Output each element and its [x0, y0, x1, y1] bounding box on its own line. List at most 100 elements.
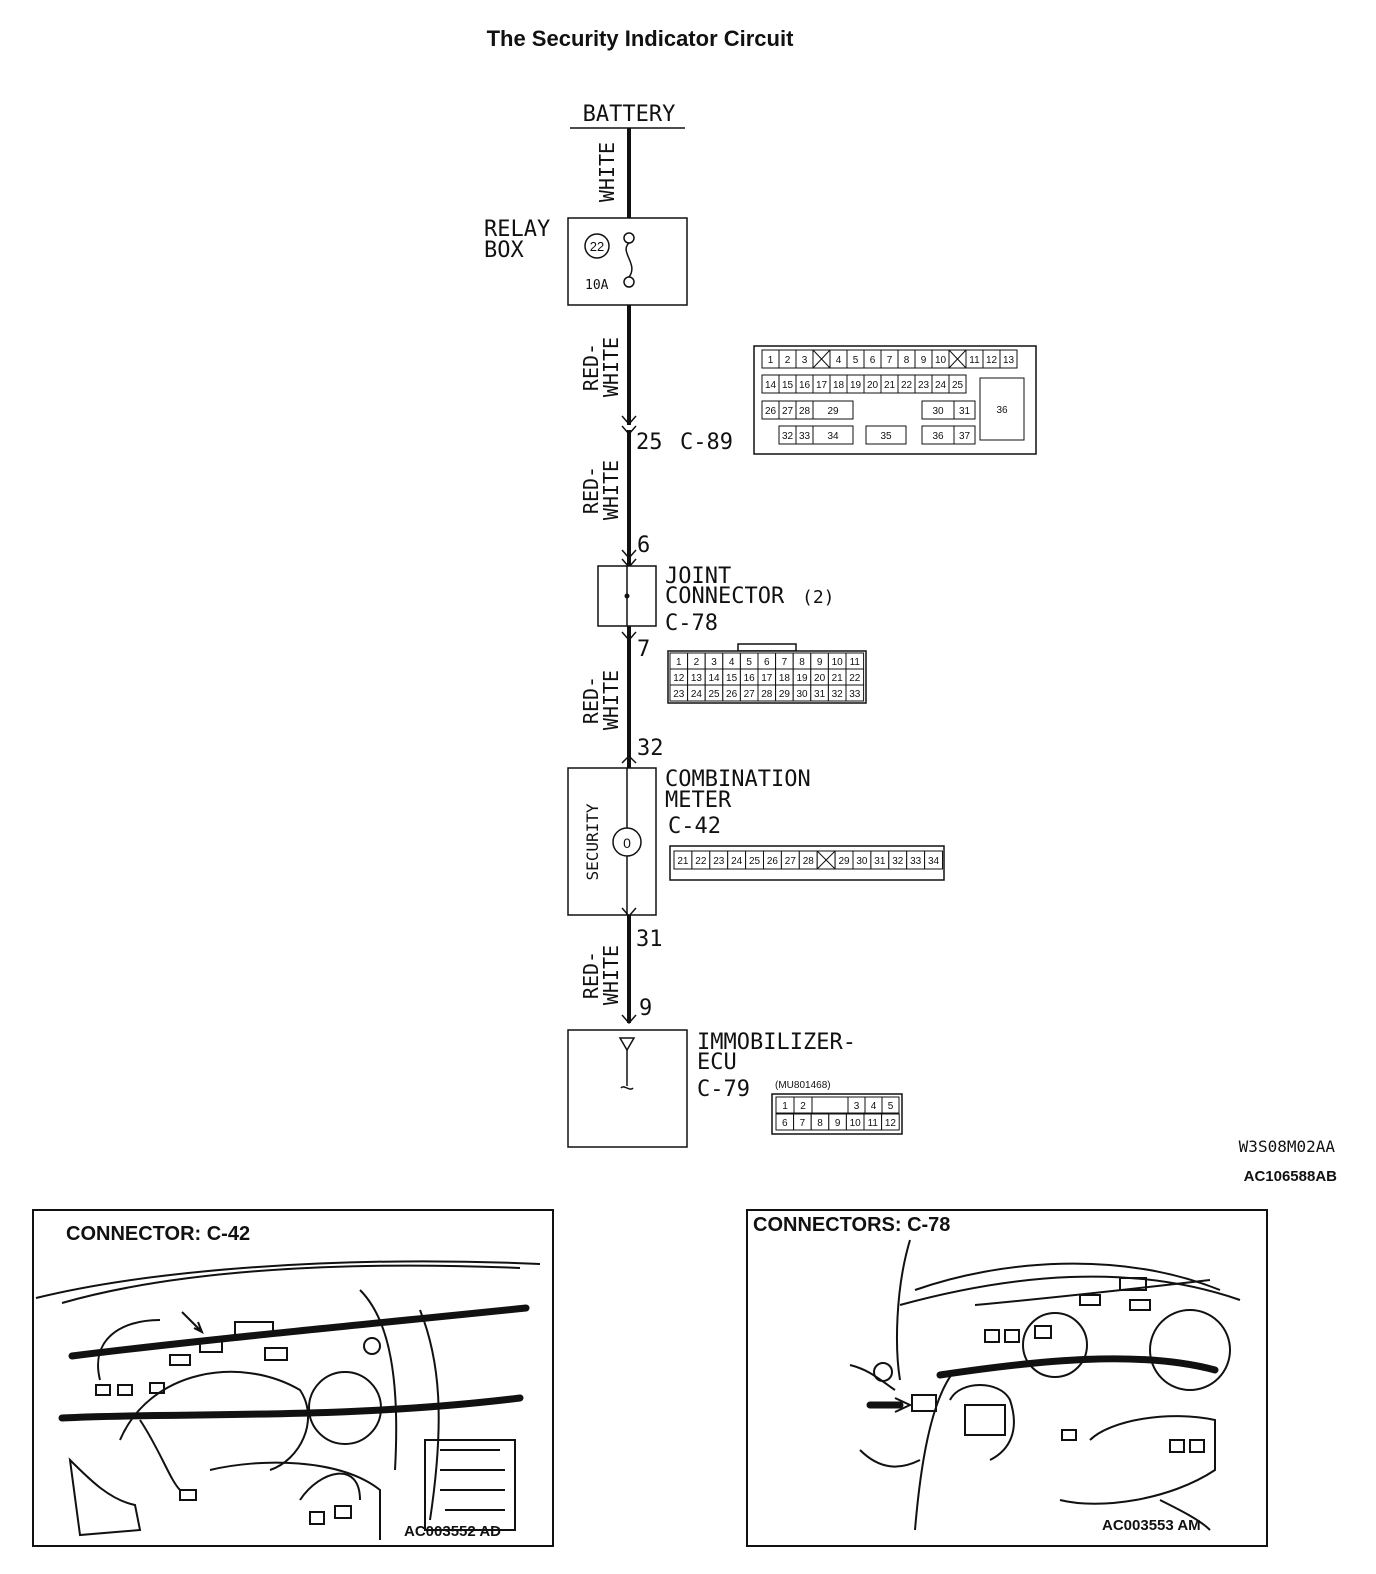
svg-text:36: 36: [996, 405, 1008, 416]
svg-text:23: 23: [918, 380, 930, 391]
svg-text:11: 11: [850, 657, 861, 668]
svg-text:18: 18: [779, 673, 791, 684]
svg-text:30: 30: [856, 856, 868, 867]
svg-text:26: 26: [767, 856, 779, 867]
svg-text:12: 12: [885, 1118, 897, 1129]
svg-text:26: 26: [765, 406, 777, 417]
fuse-rating: 10A: [585, 278, 609, 293]
ecu-ground-icon: [620, 1086, 634, 1090]
panel-title: CONNECTOR: C-42: [66, 1223, 250, 1245]
connector-pin: 17: [812, 374, 831, 394]
connector-pin: 11: [965, 349, 984, 369]
connector-pin: 7: [880, 349, 899, 369]
ecu-arrow-icon: [621, 1014, 637, 1025]
svg-text:30: 30: [932, 406, 944, 417]
svg-text:10: 10: [832, 657, 844, 668]
connector-pin: 15: [722, 668, 741, 686]
connector-pin: [811, 1096, 849, 1114]
meter-label-line1: COMBINATION: [665, 767, 811, 792]
connector-pin: 31: [810, 684, 829, 702]
connector-pin: 5: [846, 349, 865, 369]
svg-text:15: 15: [782, 380, 794, 391]
connector-pin: 3: [795, 349, 814, 369]
svg-text:24: 24: [731, 856, 743, 867]
svg-text:1: 1: [782, 1101, 788, 1112]
joint-arrow-out-icon: [621, 631, 637, 642]
wire-color-red-white-1: RED- WHITE: [579, 337, 623, 397]
svg-text:15: 15: [726, 673, 738, 684]
svg-text:22: 22: [849, 673, 861, 684]
svg-text:14: 14: [708, 673, 720, 684]
svg-text:11: 11: [969, 355, 980, 366]
connector-pin: 34: [924, 850, 943, 870]
page-title: The Security Indicator Circuit: [487, 26, 795, 51]
connector-pin: 28: [795, 400, 814, 420]
connector-pin: 15: [778, 374, 797, 394]
svg-text:19: 19: [796, 673, 808, 684]
connector-pin: 24: [727, 850, 747, 870]
wire-color-red-white-2: RED- WHITE: [579, 460, 623, 520]
connector-pin: [816, 850, 836, 870]
joint-pin-out: 7: [637, 637, 650, 662]
connector-pin: 20: [863, 374, 882, 394]
panel-code: AC003552 AD: [404, 1523, 501, 1540]
wire-color-red-white-4: RED- WHITE: [579, 945, 623, 1005]
connector-pin: 29: [812, 400, 854, 420]
connector-pin: 26: [722, 684, 741, 702]
meter-name: C-42: [668, 814, 721, 839]
joint-name: C-78: [665, 611, 718, 636]
svg-text:4: 4: [836, 355, 842, 366]
connector-pin: 27: [739, 684, 759, 702]
connector-c42-location-panel: CONNECTOR: C-42: [32, 1209, 554, 1547]
connector-pin: 21: [827, 668, 847, 686]
connector-pin: 19: [846, 374, 865, 394]
svg-text:29: 29: [779, 689, 791, 700]
connector-pin: 2: [778, 349, 797, 369]
connector-pin: 7: [775, 652, 794, 670]
connector-c78-location-panel: CONNECTORS: C-78: [746, 1209, 1268, 1547]
connector-pin: 9: [810, 652, 829, 670]
svg-text:28: 28: [803, 856, 815, 867]
connector-pin: 37: [953, 425, 976, 445]
connector-pin: 23: [669, 684, 689, 702]
svg-text:16: 16: [799, 380, 811, 391]
connector-pin: 32: [827, 684, 847, 702]
connector-pin: 31: [870, 850, 890, 870]
meter-arrow-in-icon: [621, 754, 637, 764]
svg-text:6: 6: [764, 657, 770, 668]
connector-pin: 6: [757, 652, 777, 670]
joint-label-line2: CONNECTOR: [665, 584, 785, 609]
svg-text:20: 20: [867, 380, 879, 391]
connector-pin: 2: [687, 652, 706, 670]
connector-pin: 24: [687, 684, 706, 702]
connector-pin: 22: [691, 850, 711, 870]
svg-text:1: 1: [768, 355, 774, 366]
c78-key: [737, 643, 797, 652]
connector-pin: 1: [775, 1096, 795, 1114]
svg-text:29: 29: [827, 406, 839, 417]
connector-pin: 26: [761, 400, 780, 420]
wire-color-line2: WHITE: [599, 670, 623, 730]
connector-pin: 26: [763, 850, 782, 870]
svg-text:36: 36: [932, 431, 944, 442]
meter-pin-out: 31: [636, 927, 663, 952]
svg-text:18: 18: [833, 380, 845, 391]
connector-pin: 36: [921, 425, 955, 445]
svg-text:32: 32: [782, 431, 794, 442]
ecu-name: C-79: [697, 1077, 750, 1102]
connector-pin: 25: [704, 684, 724, 702]
connector-pin: 36: [979, 377, 1025, 441]
connector-pin: 4: [829, 349, 848, 369]
svg-text:21: 21: [677, 856, 689, 867]
svg-text:2: 2: [800, 1101, 806, 1112]
connector-pin: 9: [828, 1113, 847, 1131]
svg-text:9: 9: [921, 355, 927, 366]
svg-text:6: 6: [870, 355, 876, 366]
connector-pin: 21: [673, 850, 693, 870]
svg-text:10: 10: [850, 1118, 862, 1129]
ecu-part-number: (MU801468): [775, 1080, 831, 1091]
svg-text:10: 10: [935, 355, 947, 366]
wire-color-line1: RED-: [579, 466, 603, 514]
